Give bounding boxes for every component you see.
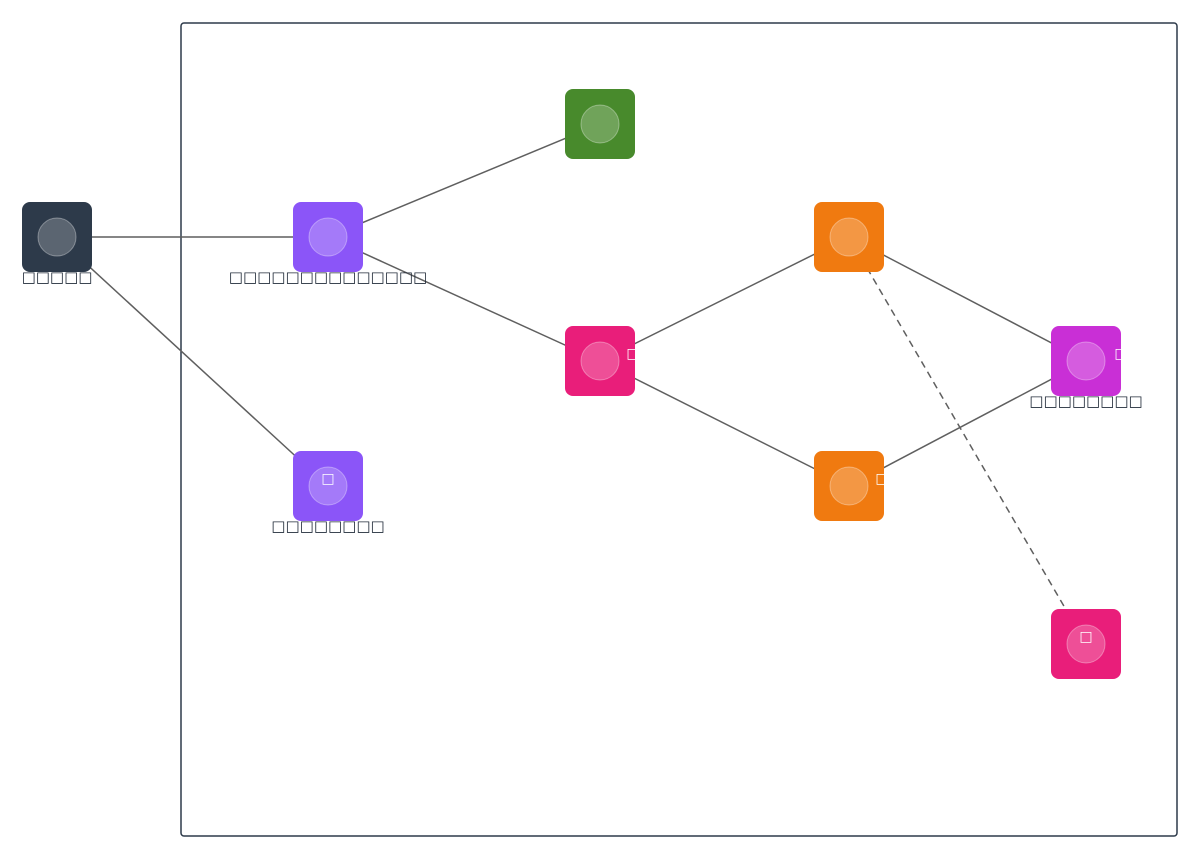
upper-orange-node[interactable] xyxy=(814,202,884,272)
node-circle-icon xyxy=(37,217,77,257)
node-label: □□□□□□□□ xyxy=(271,517,384,535)
edge-n_mid-to-n_orange1 xyxy=(599,236,850,362)
node-label: □□□□□□□□□□□□□□ xyxy=(229,268,427,286)
node-box xyxy=(293,451,363,521)
edge-n_hub-to-n_mid xyxy=(327,236,601,362)
node-glyph: □ xyxy=(875,471,888,487)
lower-purple-node[interactable]: □□□□□□□□□ xyxy=(271,451,385,535)
edges-layer xyxy=(56,123,1087,645)
node-box xyxy=(1051,326,1121,396)
node-label: □□□□□□□□ xyxy=(1029,392,1142,410)
node-circle-icon xyxy=(308,217,348,257)
edge-n_orange1-to-n_target xyxy=(848,236,1087,362)
node-glyph: □ xyxy=(1114,346,1127,362)
node-circle-icon xyxy=(829,217,869,257)
node-circle-icon xyxy=(1066,341,1106,381)
lower-orange-node[interactable]: □ xyxy=(814,451,889,521)
node-glyph: □ xyxy=(626,346,639,362)
edge-n_mid-to-n_orange2 xyxy=(599,360,850,487)
node-box xyxy=(565,89,635,159)
node-box xyxy=(814,202,884,272)
group-container xyxy=(180,22,1178,837)
node-circle-icon xyxy=(308,466,348,506)
edge-n_hub-to-n_green xyxy=(327,123,601,238)
node-circle-icon xyxy=(1066,624,1106,664)
node-box xyxy=(565,326,635,396)
node-glyph: □ xyxy=(321,471,334,487)
target-magenta-node[interactable]: □□□□□□□□□ xyxy=(1029,326,1143,410)
source-node[interactable]: □□□□□ xyxy=(22,202,93,286)
node-label: □□□□□ xyxy=(22,268,93,286)
green-node[interactable] xyxy=(565,89,635,159)
node-box xyxy=(293,202,363,272)
edge-n_orange1-to-n_bottom xyxy=(848,236,1087,645)
node-circle-icon xyxy=(829,466,869,506)
node-box xyxy=(1051,609,1121,679)
middle-pink-node[interactable]: □ xyxy=(565,326,640,396)
node-circle-icon xyxy=(580,104,620,144)
node-box xyxy=(22,202,92,272)
hub-node[interactable]: □□□□□□□□□□□□□□ xyxy=(229,202,427,286)
nodes-layer: □□□□□□□□□□□□□□□□□□□□□□□□□□□□□□□□□□□□□□□□ xyxy=(22,89,1143,679)
edge-n_source-to-n_lower xyxy=(56,236,329,487)
node-glyph: □ xyxy=(1079,629,1092,645)
bottom-pink-node[interactable]: □ xyxy=(1051,609,1121,679)
node-box xyxy=(814,451,884,521)
node-circle-icon xyxy=(580,341,620,381)
edge-n_orange2-to-n_target xyxy=(848,360,1087,487)
